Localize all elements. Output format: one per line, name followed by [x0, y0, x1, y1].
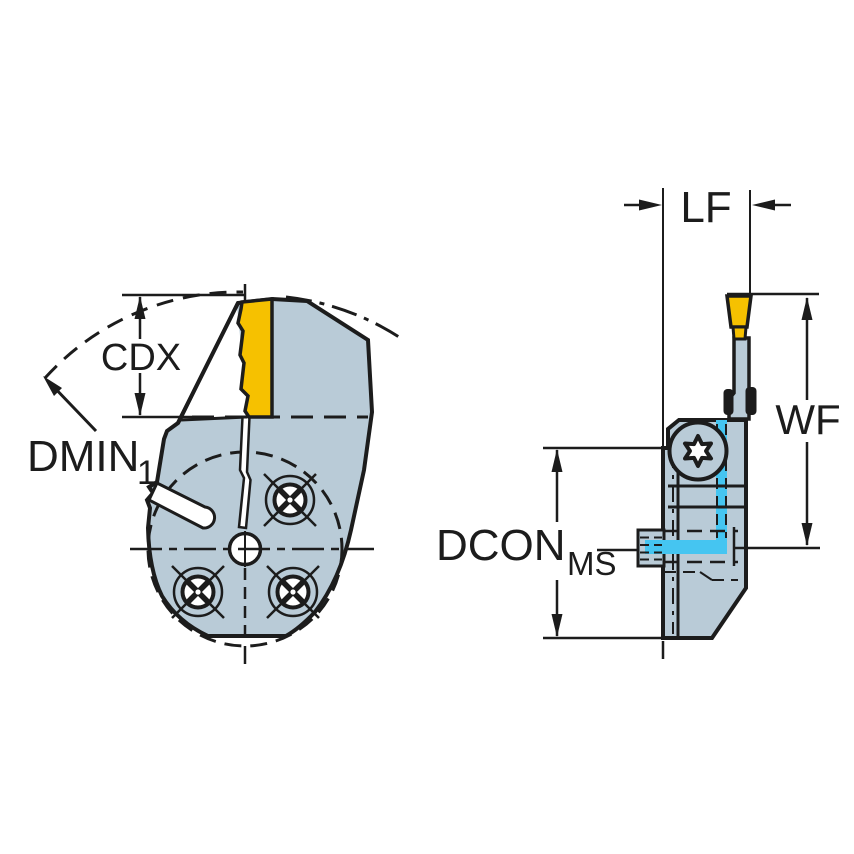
coolant-hidden-step-2	[699, 571, 713, 581]
torx-screw-front-1	[263, 473, 317, 527]
insert-side-lower	[731, 325, 748, 341]
torx-screw-front-2	[171, 565, 225, 619]
coolant-channel-vertical	[716, 420, 727, 547]
blade-side	[727, 336, 751, 421]
clamp-arm-edge	[176, 302, 240, 424]
wf-label-bg	[772, 400, 844, 442]
clamp-jaw-left	[723, 389, 734, 415]
lf-arrow-left	[639, 199, 662, 211]
dcon-arrow-down	[551, 614, 563, 637]
wf-arrow-up	[801, 297, 813, 320]
dcon-label-bg	[432, 522, 626, 580]
torx-screw-front-3	[266, 565, 320, 619]
wf-arrow-down	[801, 523, 813, 546]
lf-arrow-right	[752, 199, 775, 211]
cdx-arrow-down	[134, 393, 146, 416]
dcon-arrow-up	[551, 449, 563, 472]
clamp-lever-slot	[147, 480, 217, 530]
dcon-label-subscript: MS	[567, 545, 617, 582]
torx-star-icon	[683, 434, 713, 468]
min-bore-arc-dashdot	[285, 295, 400, 339]
dcon-label: DCON	[436, 521, 566, 570]
cdx-dimension: CDX	[101, 293, 368, 419]
cdx-label-bg	[101, 339, 181, 373]
dmin1-label: DMIN	[27, 432, 139, 481]
wf-label: WF	[775, 396, 840, 443]
dmin1-dimension: DMIN 1	[27, 290, 400, 492]
front-view	[130, 284, 375, 664]
dmin1-arrowhead	[43, 376, 62, 396]
clamp-flex-slot	[237, 415, 252, 530]
side-view	[636, 294, 757, 640]
dmin1-label-subscript: 1	[137, 454, 156, 492]
cdx-arrow-up	[134, 296, 146, 319]
cdx-label: CDX	[101, 337, 181, 379]
lf-dimension: LF	[624, 183, 791, 659]
min-bore-arc-dashed	[43, 290, 244, 380]
dcon-dimension: DCON MS	[432, 446, 712, 640]
lf-label: LF	[680, 183, 731, 232]
coolant-channel-horizontal	[645, 540, 727, 554]
clamp-wedge-cutout	[182, 306, 248, 420]
insert-side-upper	[725, 294, 753, 329]
clamp-jaw-right	[745, 387, 757, 415]
wf-dimension: WF	[727, 292, 844, 550]
torx-screw-side	[667, 420, 729, 482]
